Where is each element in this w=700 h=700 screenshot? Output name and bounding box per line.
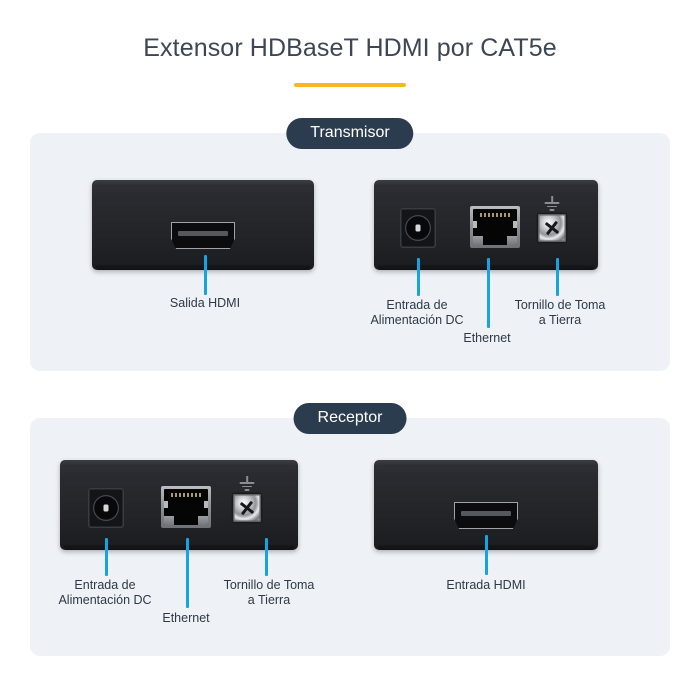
device-top-chamfer (62, 460, 296, 467)
device-bottom-lip (377, 265, 595, 270)
device-transmitter-rear-panel (374, 180, 598, 270)
rj45-right-tab (204, 501, 208, 508)
leader-line-salida-hdmi (204, 255, 207, 295)
ground-symbol-bar-3 (549, 209, 555, 211)
section-badge-receiver: Receptor (293, 403, 407, 434)
leader-line-entrada-dc-rx (105, 538, 108, 576)
leader-line-ethernet-tx (487, 258, 490, 328)
leader-line-ground-screw-tx (556, 258, 559, 296)
callout-entrada-dc-tx: Entrada de Alimentación DC (370, 298, 464, 327)
device-top-chamfer (94, 180, 312, 187)
dc-jack-center-pin (415, 224, 421, 232)
device-bottom-lip (95, 265, 311, 270)
callout-ethernet-tx: Ethernet (463, 331, 511, 345)
leader-line-ethernet-rx (186, 538, 189, 608)
rj45-contact-pins (480, 213, 510, 217)
grounding-screw (233, 494, 261, 522)
callout-ground-screw-rx: Tornillo de Toma a Tierra (223, 578, 315, 607)
rj45-opening (473, 209, 517, 245)
dc-power-jack (88, 488, 124, 528)
dc-power-jack (400, 208, 436, 248)
ground-symbol-icon (543, 196, 561, 211)
section-badge-transmitter: Transmisor (286, 118, 414, 149)
callout-ethernet-rx: Ethernet (162, 611, 210, 625)
ground-symbol-bar-3 (244, 489, 250, 491)
ground-symbol-stem (246, 476, 248, 482)
page-title: Extensor HDBaseT HDMI por CAT5e (143, 34, 557, 62)
rj45-left-tab (164, 501, 168, 508)
hdmi-port (171, 222, 235, 249)
rj45-contact-pins (171, 493, 201, 497)
device-transmitter-front-panel (92, 180, 314, 270)
leader-line-entrada-hdmi (485, 535, 488, 575)
rj45-opening (164, 489, 208, 525)
hdmi-port-slot (461, 511, 511, 516)
callout-entrada-dc-rx: Entrada de Alimentación DC (58, 578, 152, 607)
callout-entrada-hdmi: Entrada HDMI (446, 578, 526, 592)
ground-symbol-bar-2 (242, 485, 252, 488)
ethernet-rj45-port (470, 206, 520, 248)
device-bottom-lip (63, 545, 295, 550)
ground-symbol-stem (551, 196, 553, 202)
callout-salida-hdmi: Salida HDMI (169, 296, 241, 310)
leader-line-entrada-dc-tx (417, 258, 420, 296)
ground-symbol-icon (238, 476, 256, 491)
ground-symbol-bar-1 (239, 482, 255, 484)
ground-symbol-bar-2 (547, 205, 557, 208)
hdmi-port-slot (178, 231, 228, 236)
rj45-right-tab (513, 221, 517, 228)
grounding-screw (538, 214, 566, 242)
device-receiver-rear-panel (60, 460, 298, 550)
leader-line-ground-screw-rx (265, 538, 268, 576)
rj45-left-tab (473, 221, 477, 228)
callout-ground-screw-tx: Tornillo de Toma a Tierra (514, 298, 606, 327)
ground-symbol-bar-1 (544, 202, 560, 204)
device-top-chamfer (376, 180, 596, 187)
hdmi-port (454, 502, 518, 529)
dc-jack-center-pin (103, 504, 109, 512)
ethernet-rj45-port (161, 486, 211, 528)
device-top-chamfer (376, 460, 596, 467)
title-accent-rule (294, 83, 406, 87)
